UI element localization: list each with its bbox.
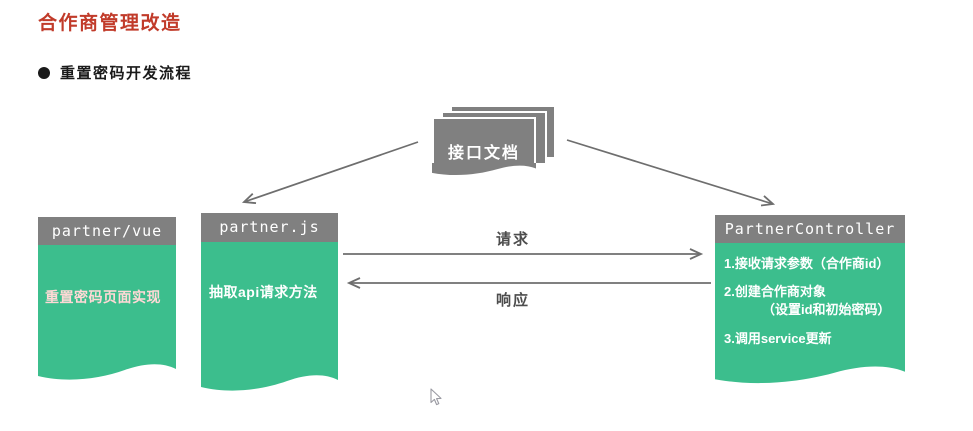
card-line: 抽取api请求方法 [209, 284, 318, 300]
card-partner-controller-header: PartnerController [715, 215, 905, 243]
bullet-icon [38, 66, 50, 79]
card-wave [38, 360, 176, 380]
bullet-text: 重置密码开发流程 [60, 65, 193, 82]
card-partner-vue: partner/vue 重置密码页面实现 [38, 217, 176, 386]
card-line: 2.创建合作商对象 [724, 284, 826, 299]
doc-wave [432, 163, 536, 176]
bullet-item: 重置密码开发流程 [38, 62, 192, 83]
card-line: 3.调用service更新 [724, 331, 832, 346]
response-label: 响应 [495, 292, 530, 309]
arrow-doc-to-partnerjs [241, 141, 419, 205]
page-title: 合作商管理改造 [38, 13, 182, 34]
card-partner-vue-header: partner/vue [38, 217, 176, 245]
request-label: 请求 [495, 231, 530, 248]
card-partner-vue-body: 重置密码页面实现 [38, 245, 176, 360]
card-partner-controller-body: 1.接收请求参数（合作商id） 2.创建合作商对象 （设置id和初始密码） 3.… [715, 243, 905, 362]
card-partner-js-header: partner.js [201, 213, 338, 242]
card-wave [201, 371, 338, 391]
doc-page-front [432, 117, 536, 163]
card-partner-js-body: 抽取api请求方法 [201, 242, 338, 371]
doc-stack: 接口文档 [432, 117, 536, 179]
card-line: （设置id和初始密码） [762, 302, 891, 317]
card-line: 重置密码页面实现 [45, 289, 161, 305]
card-line: 1.接收请求参数（合作商id） [724, 256, 890, 271]
card-wave [715, 362, 905, 384]
card-partner-controller: PartnerController 1.接收请求参数（合作商id） 2.创建合作… [715, 215, 905, 390]
mouse-cursor-icon [430, 388, 442, 406]
card-partner-js: partner.js 抽取api请求方法 [201, 213, 338, 397]
arrow-doc-to-controller [566, 139, 776, 207]
doc-stack-label: 接口文档 [447, 145, 520, 162]
